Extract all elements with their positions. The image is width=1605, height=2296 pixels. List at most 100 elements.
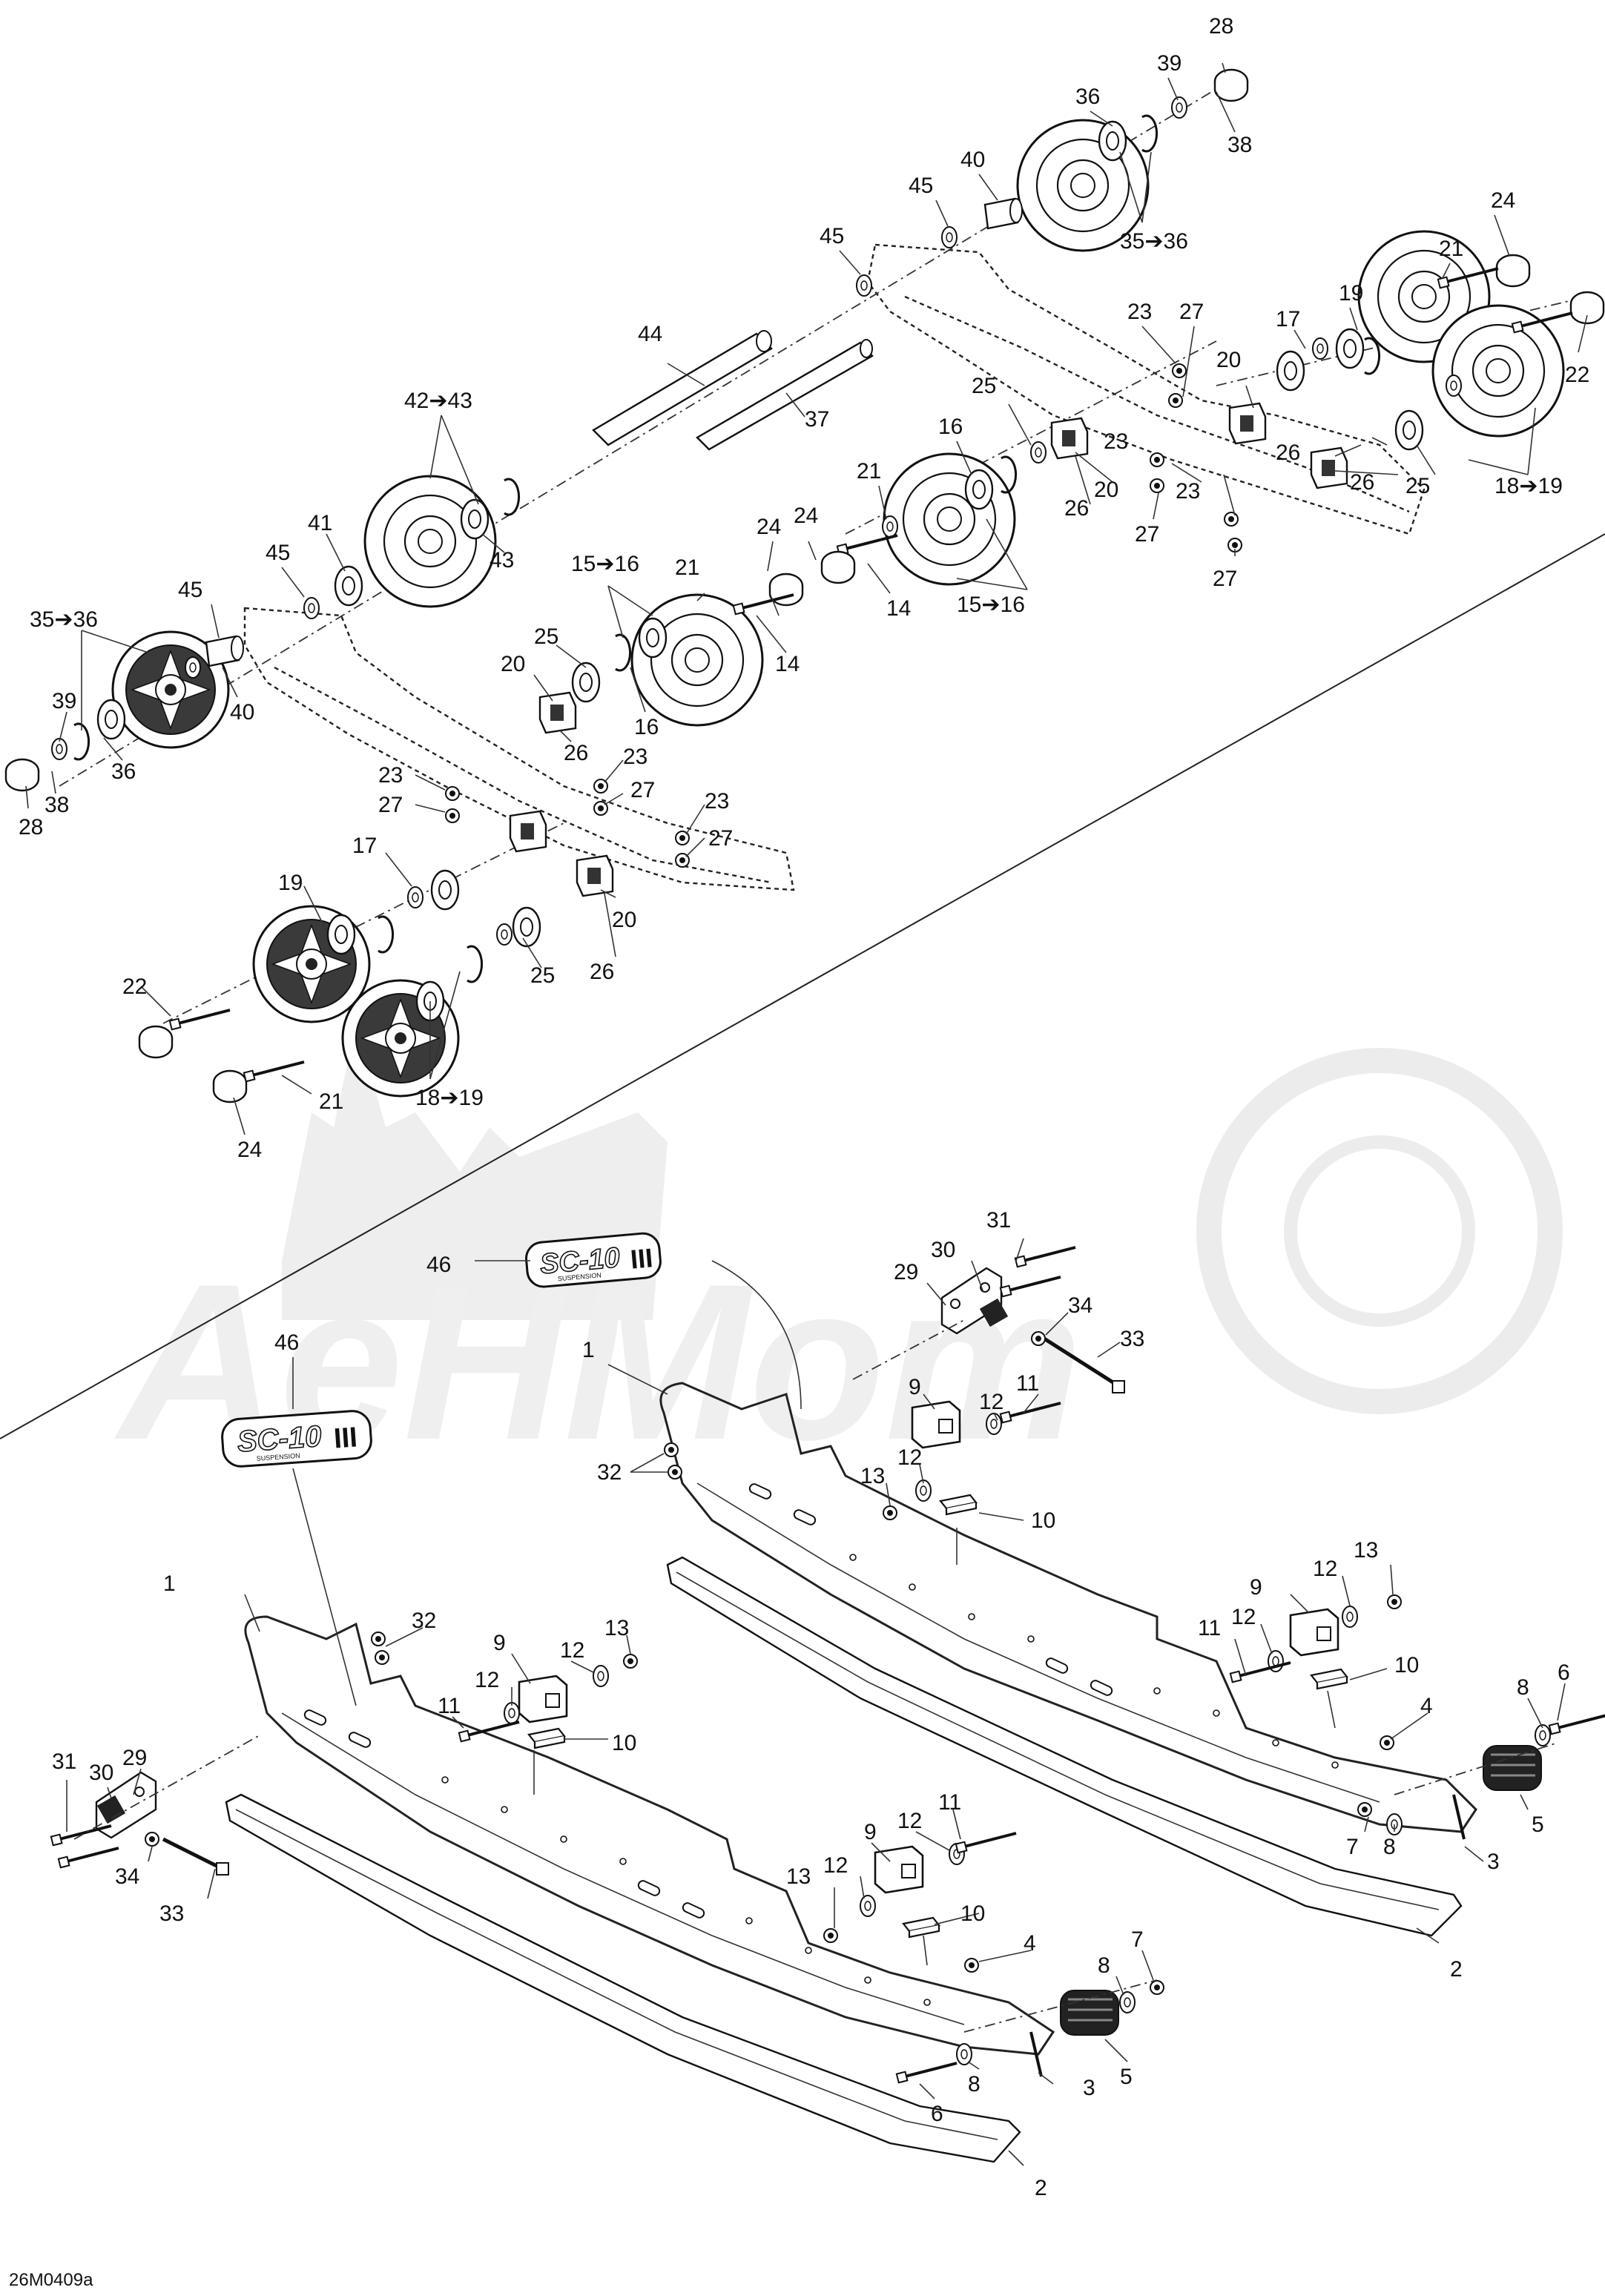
label-27: 27 — [708, 826, 733, 851]
label-27: 27 — [1135, 522, 1159, 547]
wheel-42-upper — [363, 475, 497, 608]
label-13: 13 — [604, 1616, 629, 1640]
label-8: 8 — [1517, 1675, 1529, 1700]
label-12: 12 — [979, 1390, 1003, 1414]
label-43: 43 — [490, 548, 514, 573]
label-40: 40 — [960, 148, 985, 172]
spacer-40-upper — [983, 197, 1023, 230]
decal-mark: III — [333, 1422, 359, 1454]
label-45: 45 — [178, 578, 202, 602]
label-14: 14 — [886, 596, 911, 621]
label-29: 29 — [894, 1260, 918, 1284]
frame-holes — [441, 1554, 1339, 2006]
shaft-44 — [592, 330, 773, 446]
label-13: 13 — [860, 1464, 885, 1488]
label-26: 26 — [1276, 441, 1300, 465]
frame-slots — [303, 1483, 1113, 1919]
label-21: 21 — [1439, 237, 1463, 261]
label-11: 11 — [1016, 1371, 1039, 1396]
label-41: 41 — [308, 511, 332, 535]
label-9: 9 — [1250, 1575, 1262, 1600]
label-6: 6 — [931, 2102, 943, 2126]
label-17: 17 — [1276, 307, 1300, 331]
label-5: 5 — [1532, 1812, 1544, 1837]
label-10: 10 — [1031, 1508, 1055, 1533]
label-23: 23 — [1176, 479, 1200, 504]
label-30: 30 — [89, 1761, 113, 1785]
label-39: 39 — [52, 689, 76, 713]
bolt-33-left — [162, 1837, 229, 1876]
labels-lower: 46 31 30 29 34 33 1 9 11 12 32 13 12 10 … — [52, 1208, 1570, 2200]
label-37: 37 — [805, 407, 829, 432]
label-12: 12 — [897, 1445, 922, 1470]
label-34: 34 — [115, 1864, 139, 1889]
label-24: 24 — [237, 1138, 262, 1162]
label-30: 30 — [931, 1238, 955, 1262]
label-21: 21 — [857, 459, 881, 484]
decal-text: SC-10 — [237, 1420, 323, 1459]
label-40: 40 — [230, 700, 254, 725]
label-24: 24 — [1491, 188, 1515, 213]
label-33: 33 — [1120, 1327, 1144, 1351]
label-11: 11 — [1198, 1616, 1221, 1640]
slider-rail-right — [666, 1556, 1463, 1937]
label-23: 23 — [623, 745, 647, 769]
pulley-20-upper-a — [1228, 402, 1267, 445]
label-36: 36 — [1075, 85, 1100, 109]
label-12: 12 — [475, 1668, 499, 1692]
label-25: 25 — [972, 374, 996, 398]
reference-code: 26M0409a — [9, 2270, 93, 2290]
label-10: 10 — [612, 1731, 636, 1755]
label-9: 9 — [864, 1820, 877, 1844]
label-23: 23 — [1104, 429, 1128, 454]
cap-24-left-a — [138, 1025, 174, 1059]
label-29: 29 — [122, 1746, 147, 1770]
wedge-10-a — [939, 1494, 978, 1516]
label-27: 27 — [378, 793, 403, 817]
slider-block-9-b — [1289, 1608, 1339, 1657]
slider-block-9-a — [911, 1400, 961, 1449]
label-12: 12 — [897, 1809, 922, 1833]
label-42-43: 42➔43 — [404, 389, 472, 413]
leader-lines-upper — [25, 62, 1588, 1135]
label-22: 22 — [122, 974, 147, 999]
label-22: 22 — [1565, 363, 1589, 387]
label-33: 33 — [159, 1901, 184, 1926]
label-25: 25 — [534, 624, 558, 649]
label-18-19: 18➔19 — [415, 1086, 484, 1110]
label-31: 31 — [52, 1749, 76, 1774]
label-26: 26 — [564, 741, 588, 765]
label-25: 25 — [530, 963, 555, 988]
label-26: 26 — [1064, 496, 1089, 521]
label-7: 7 — [1346, 1835, 1359, 1859]
bolt-33-right — [1037, 1333, 1125, 1393]
bracket-29-right — [940, 1267, 1003, 1335]
label-7: 7 — [1131, 1927, 1144, 1952]
upper-suspension-assembly: 28 39 38 36 35➔36 40 45 45 24 21 22 19 1… — [4, 14, 1605, 1162]
label-34: 34 — [1068, 1293, 1092, 1318]
end-stopper-5-right — [1482, 1744, 1543, 1792]
decal-subtext: SUSPENSION — [256, 1452, 300, 1462]
wheel-18-right-b — [1431, 304, 1565, 438]
label-27: 27 — [1213, 567, 1237, 591]
label-26: 26 — [590, 960, 614, 984]
label-24: 24 — [757, 515, 781, 539]
label-14: 14 — [775, 652, 800, 676]
wedge-10-b — [1310, 1668, 1348, 1690]
label-11: 11 — [438, 1694, 461, 1718]
label-31: 31 — [986, 1208, 1011, 1233]
screw-3-left — [1029, 2031, 1043, 2077]
label-35-36: 35➔36 — [30, 607, 98, 632]
label-16: 16 — [634, 715, 659, 739]
section-divider — [0, 533, 1605, 1439]
rear-arm-frame — [866, 243, 1426, 535]
label-25: 25 — [1405, 474, 1430, 498]
pulley-20-lower-a — [538, 691, 577, 734]
decal-mark: III — [629, 1242, 653, 1274]
spacer-40-lower — [205, 635, 244, 667]
pulley-20-upper-b — [1050, 417, 1089, 460]
label-9: 9 — [493, 1631, 506, 1655]
label-36: 36 — [111, 759, 136, 784]
label-10: 10 — [1394, 1653, 1419, 1678]
